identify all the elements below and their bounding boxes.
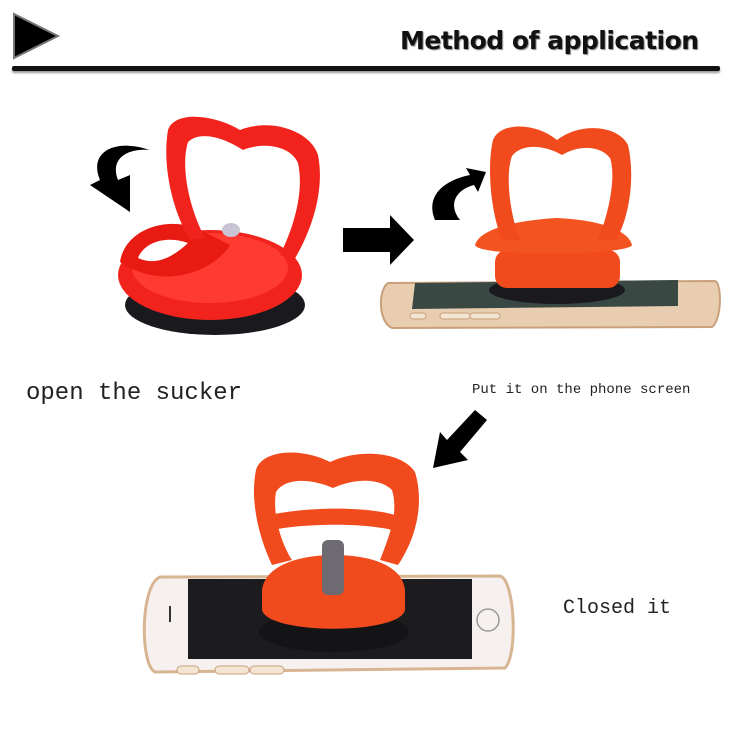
rotate-arrow-icon	[90, 145, 150, 212]
suction-cup-on-phone-image	[380, 126, 721, 330]
page-title: Method of application	[400, 26, 699, 55]
step-caption-closed: Closed it	[563, 597, 672, 620]
closed-suction-cup-on-phone-image	[142, 452, 515, 675]
step-caption-open: open the sucker	[26, 380, 243, 407]
play-triangle-icon	[13, 12, 61, 60]
rotate-arrow-icon	[432, 168, 486, 220]
open-suction-cup-image	[90, 116, 320, 335]
step-caption-put-on-screen: Put it on the phone screen	[472, 382, 691, 398]
down-left-arrow-icon	[433, 410, 487, 468]
title-underline	[12, 66, 720, 71]
right-arrow-icon	[343, 215, 414, 265]
